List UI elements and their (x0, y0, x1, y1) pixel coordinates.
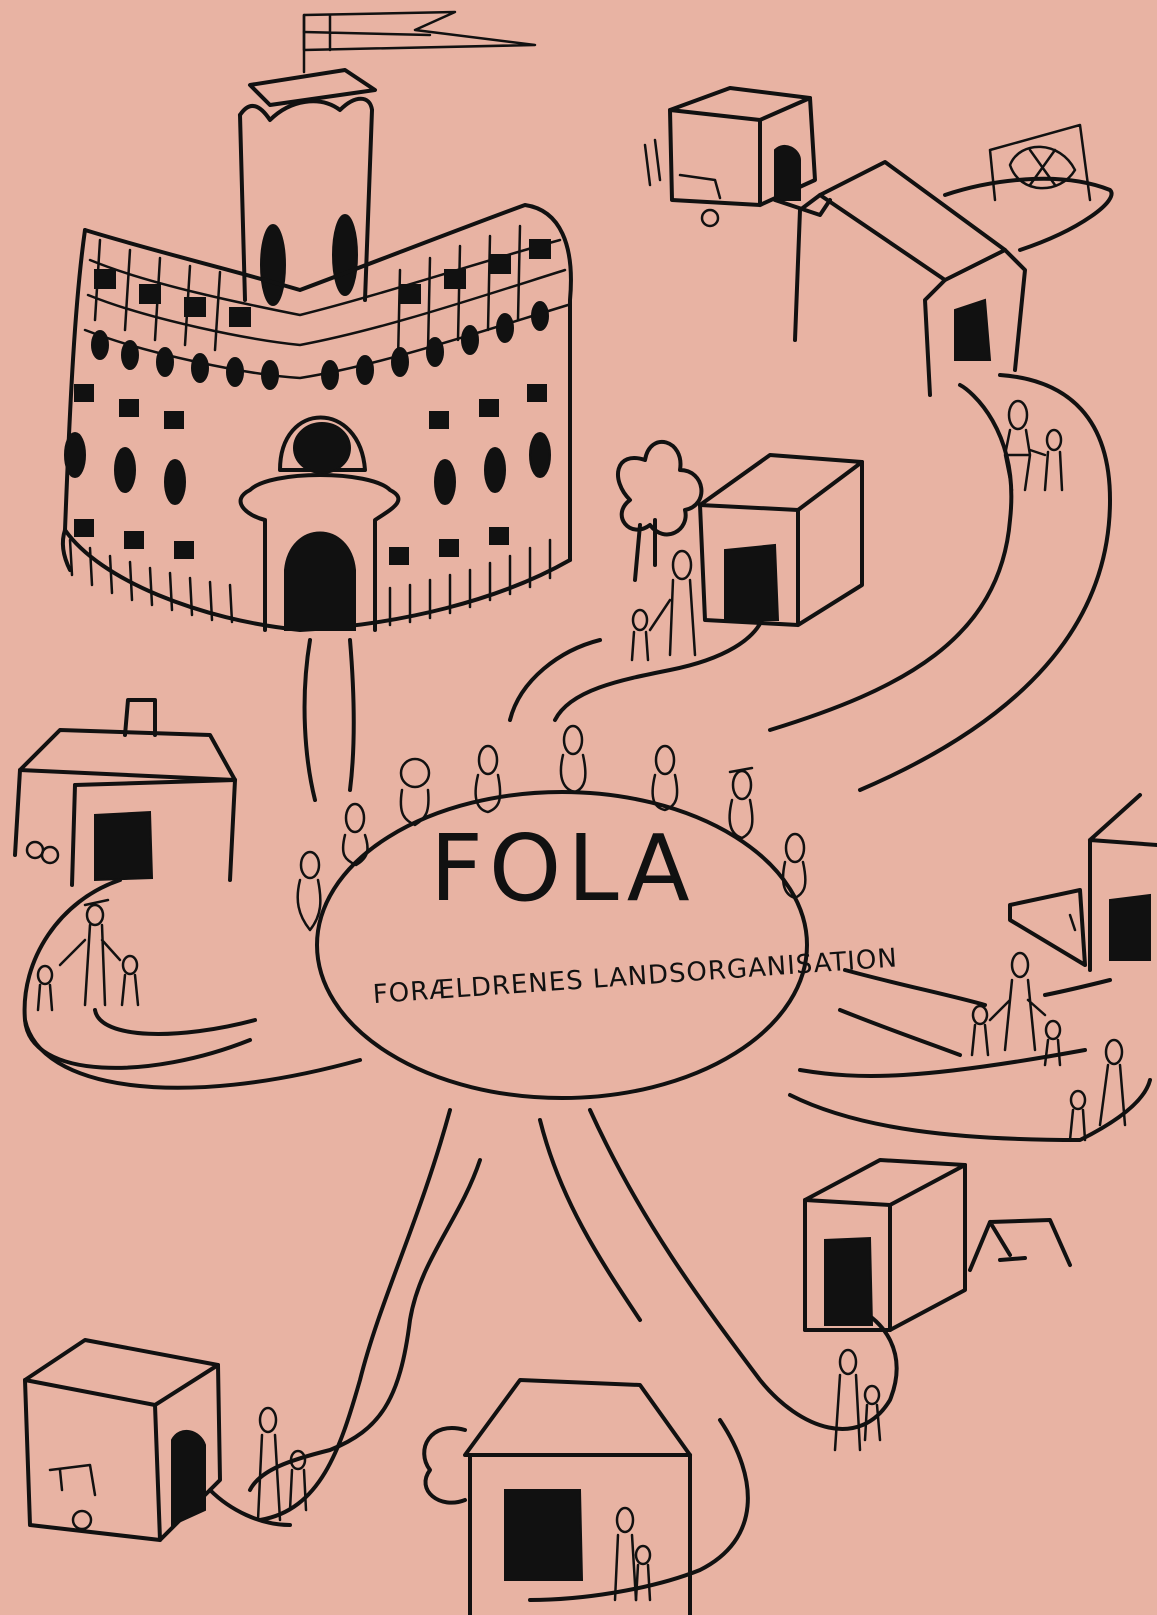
house-left (15, 700, 235, 885)
house-bottom-center (424, 1380, 690, 1615)
person-figure (298, 852, 321, 930)
house-top-right (645, 88, 1112, 395)
person-figure (730, 768, 753, 838)
fola-logo: FOLA FORÆLDRENES LANDSORGANISATION (317, 792, 899, 1098)
person-figure (401, 759, 429, 825)
person-figure (783, 834, 805, 898)
castle (63, 12, 571, 630)
house-with-swing (805, 1160, 1070, 1330)
person-figure (653, 746, 678, 810)
logo-subtitle: FORÆLDRENES LANDSORGANISATION (372, 943, 899, 1010)
person-figure (561, 726, 585, 792)
house-right-edge (1010, 795, 1157, 970)
house-bottom-left (25, 1340, 220, 1540)
logo-title: FOLA (430, 815, 696, 922)
house-with-tree (618, 442, 862, 625)
